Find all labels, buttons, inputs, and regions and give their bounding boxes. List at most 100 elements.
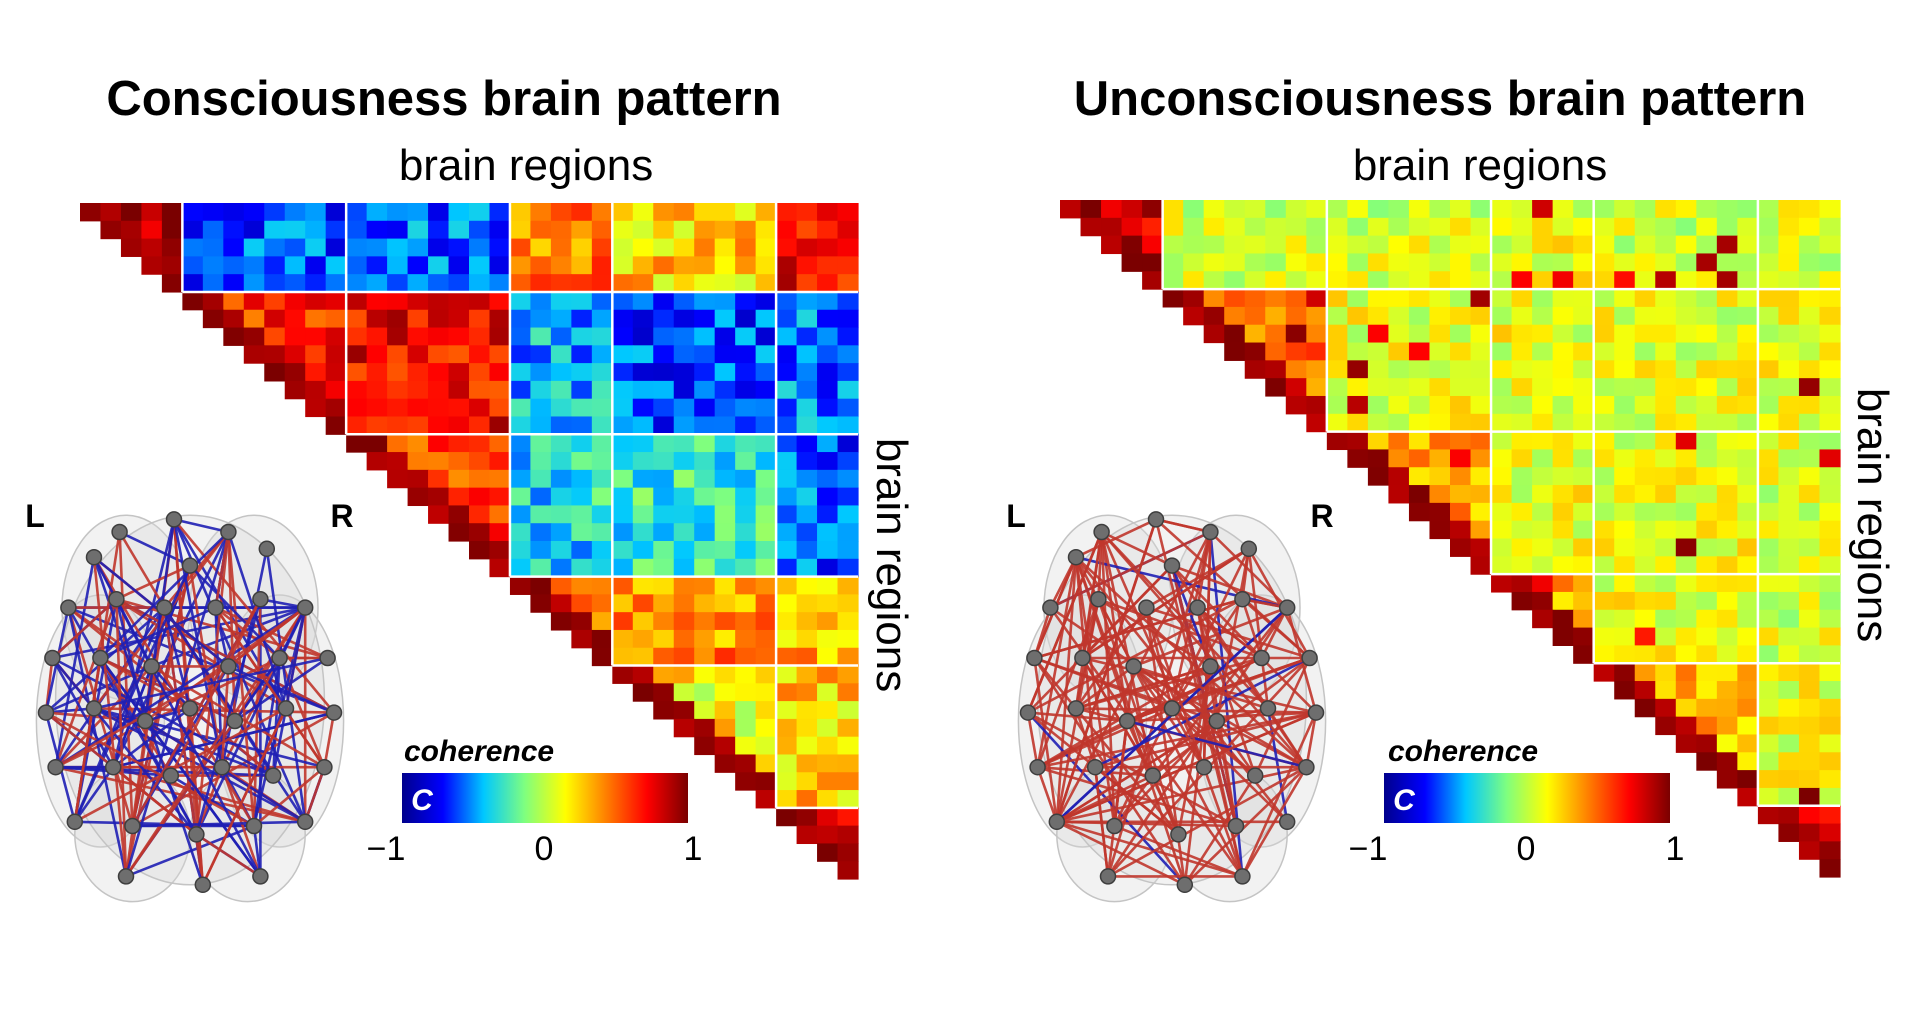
matrix-cell [1757, 467, 1780, 486]
matrix-cell [489, 487, 511, 507]
matrix-cell [530, 523, 552, 542]
matrix-cell [673, 256, 695, 275]
network-edge [271, 657, 281, 776]
matrix-cell [591, 576, 613, 595]
matrix-cell [1470, 306, 1492, 326]
network-node [1170, 826, 1187, 843]
matrix-cell [1737, 627, 1759, 646]
matrix-cell [243, 220, 265, 240]
matrix-cell [1737, 467, 1759, 486]
matrix-cell [1696, 395, 1718, 415]
matrix-cell [1347, 413, 1369, 433]
matrix-cell [509, 505, 532, 524]
matrix-cell [1367, 200, 1390, 219]
matrix-cell [346, 380, 368, 400]
matrix-cell [1757, 609, 1780, 629]
matrix-cell [837, 683, 859, 702]
matrix-cell [202, 291, 224, 311]
matrix-cell [305, 220, 327, 240]
matrix-cell [1532, 395, 1554, 415]
matrix-cell [530, 309, 552, 329]
matrix-cell [714, 629, 736, 649]
matrix-cell [1429, 200, 1451, 219]
matrix-cell [1224, 289, 1246, 308]
matrix-cell [735, 505, 757, 524]
matrix-cell [428, 345, 450, 364]
matrix-cell [489, 363, 511, 382]
matrix-cell [366, 256, 388, 275]
matrix-cell [694, 629, 716, 649]
matrix-cell [1265, 324, 1287, 344]
matrix-cell [202, 309, 224, 329]
matrix-cell [1552, 520, 1574, 540]
network-node [1278, 599, 1296, 616]
matrix-cell [264, 345, 286, 364]
matrix-cell [776, 736, 798, 756]
matrix-cell [1429, 378, 1451, 397]
matrix-cell [571, 309, 593, 329]
matrix-cell [1798, 805, 1821, 825]
network-node [85, 700, 103, 717]
network-edge [1075, 665, 1211, 710]
matrix-cell [428, 291, 450, 311]
matrix-cell [325, 203, 347, 222]
matrix-cell [1450, 253, 1472, 272]
matrix-cell [1224, 271, 1246, 290]
matrix-cell [1798, 289, 1821, 308]
matrix-cell [694, 523, 716, 542]
matrix-cell [1675, 200, 1697, 219]
matrix-cell [1593, 235, 1615, 255]
matrix-cell [1470, 431, 1492, 451]
matrix-cell [735, 291, 757, 311]
matrix-cell [366, 380, 388, 400]
matrix-cell [509, 576, 532, 595]
matrix-cell [1675, 609, 1697, 629]
matrix-cell [1634, 520, 1656, 540]
network-edge [253, 766, 326, 827]
matrix-cell [530, 274, 552, 293]
matrix-cell [1614, 253, 1636, 272]
network-edge [54, 606, 306, 769]
matrix-cell [571, 576, 593, 595]
matrix-cell [1429, 431, 1451, 451]
network-edge [132, 820, 306, 828]
matrix-cell [264, 363, 286, 382]
matrix-cell [1408, 217, 1431, 237]
matrix-cell [489, 469, 511, 489]
matrix-cell [1614, 413, 1636, 433]
matrix-cell [1573, 200, 1595, 219]
matrix-cell [1429, 413, 1451, 433]
matrix-cell [1778, 449, 1800, 468]
network-edge [1106, 531, 1212, 877]
matrix-cell [714, 327, 736, 346]
matrix-cell [1573, 306, 1595, 326]
matrix-cell [1388, 431, 1410, 451]
matrix-cell [694, 416, 716, 435]
matrix-cell [1778, 235, 1800, 255]
matrix-cell [1737, 502, 1759, 522]
matrix-cell [1778, 200, 1800, 219]
matrix-cell [509, 380, 532, 400]
matrix-cell [1347, 235, 1369, 255]
matrix-cell [1388, 217, 1410, 237]
matrix-cell [673, 487, 695, 507]
matrix-cell [346, 220, 368, 240]
matrix-cell [1450, 520, 1472, 540]
matrix-cell [1716, 681, 1738, 700]
matrix-cell [1798, 556, 1821, 575]
matrix-cell [509, 327, 532, 346]
matrix-cell [632, 203, 654, 222]
matrix-cell [591, 256, 613, 275]
matrix-cell [776, 452, 798, 471]
matrix-cell [305, 363, 327, 382]
network-edge [1027, 711, 1180, 836]
matrix-cell [1532, 217, 1554, 237]
matrix-cell [735, 754, 757, 773]
matrix-cell [1470, 324, 1492, 344]
matrix-cell [223, 203, 245, 222]
matrix-cell [653, 505, 675, 524]
matrix-cell [1716, 413, 1738, 433]
matrix-cell [550, 238, 572, 257]
matrix-cell [509, 416, 532, 435]
y-axis-label: brain regions [867, 438, 916, 692]
